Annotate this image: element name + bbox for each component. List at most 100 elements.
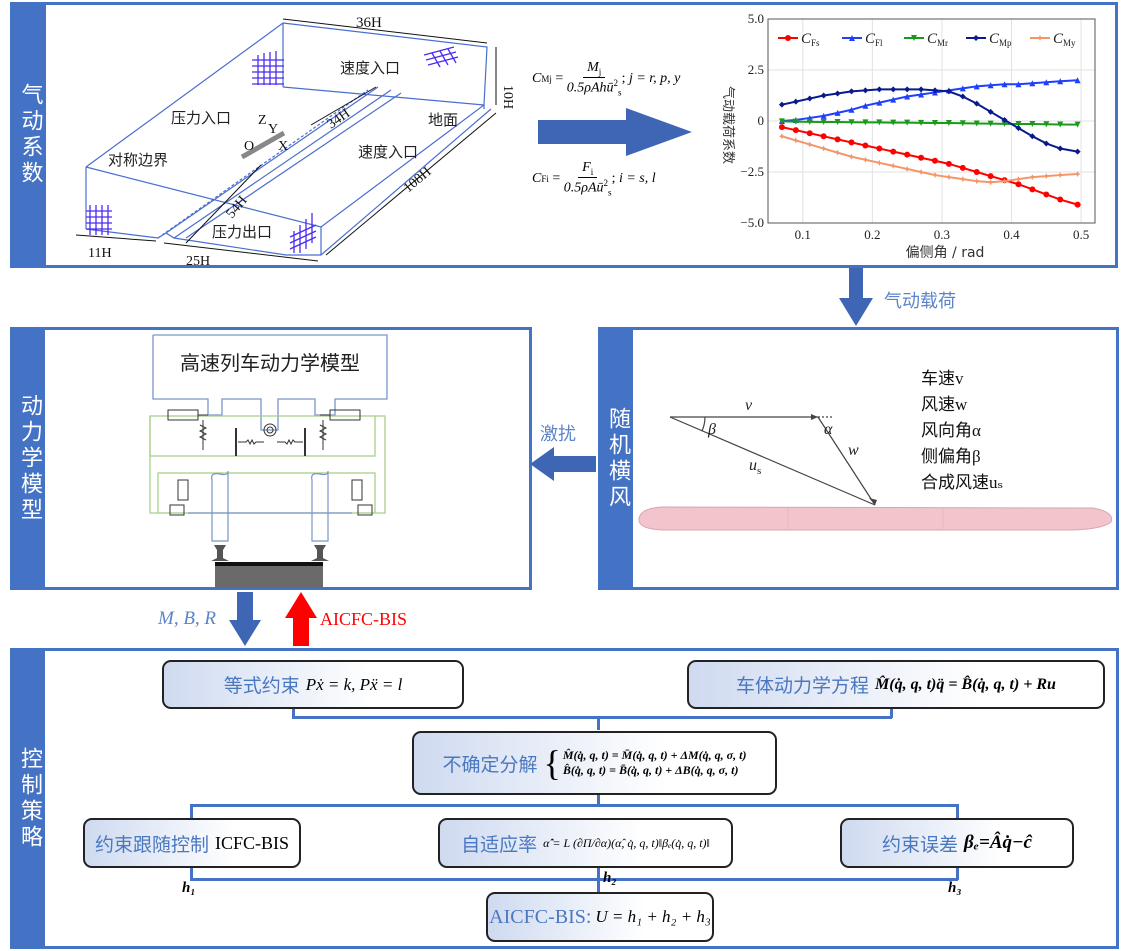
connector — [190, 804, 958, 807]
dim-25h: 25H — [186, 254, 210, 265]
vector-w — [817, 416, 876, 506]
aero-load-label: 气动载荷 — [884, 291, 956, 312]
data-point — [834, 90, 841, 97]
constraint-error-box: 约束误差 βₑ=Âq̇−ĉ — [840, 818, 1074, 868]
axis-z: Z — [258, 113, 267, 128]
dynamics-title: 高速列车动力学模型 — [180, 351, 360, 375]
data-point — [1057, 78, 1064, 85]
y-tick-label: −5.0 — [740, 215, 764, 230]
track-slab — [215, 562, 323, 566]
data-point — [848, 119, 855, 126]
label-speed-inlet-side: 速度入口 — [358, 144, 418, 161]
series-c-my — [778, 133, 1081, 186]
data-point — [987, 82, 994, 89]
data-point — [1029, 186, 1036, 193]
data-point — [973, 35, 979, 41]
data-point — [1057, 196, 1064, 203]
data-point — [890, 148, 897, 155]
data-point — [785, 35, 791, 41]
disturbance-label: 激扰 — [540, 424, 576, 445]
series-line — [781, 126, 1078, 206]
h3-label: h₃ — [948, 880, 962, 896]
data-point — [876, 145, 883, 152]
data-point — [918, 119, 925, 126]
data-point — [904, 151, 911, 158]
axis-y: Y — [268, 122, 278, 137]
data-point — [862, 102, 869, 109]
cfd-domain-figure: 36H 10H 34H 108H 54H 11H 25H Z Y O X 速度入… — [75, 15, 515, 265]
legend-item: CFl — [842, 31, 883, 48]
data-point — [1043, 173, 1050, 180]
data-point — [1015, 176, 1022, 183]
torsion-spring — [263, 423, 277, 437]
train-model — [240, 130, 286, 160]
connector — [597, 793, 600, 807]
uncertainty-decomposition-box: 不确定分解 { M̂(q̇, q, t) = M̄(q̇, q, t) + ΔM… — [412, 731, 777, 795]
data-point — [931, 172, 938, 179]
data-point — [945, 88, 952, 95]
series-c-fs — [778, 124, 1081, 208]
data-point — [820, 119, 827, 126]
data-point — [931, 157, 938, 164]
y-tick-label: 5.0 — [748, 11, 764, 26]
y-tick-label: −2.5 — [740, 164, 764, 179]
data-point — [987, 173, 994, 180]
data-point — [987, 120, 994, 127]
wind-panel — [598, 327, 1119, 590]
data-point — [959, 120, 966, 127]
data-point — [904, 119, 911, 126]
series-c-mp — [778, 86, 1081, 155]
data-point — [876, 86, 883, 93]
data-point — [918, 169, 925, 175]
mbr-label: M, B, R — [158, 608, 217, 629]
series-line — [781, 135, 1078, 184]
data-point — [1037, 35, 1043, 41]
data-point — [1074, 148, 1081, 155]
h1-label: h₁ — [182, 880, 196, 896]
train-body — [638, 506, 1113, 531]
data-point — [862, 119, 869, 126]
data-point — [1029, 80, 1036, 87]
legend-item: 侧偏角β — [921, 447, 981, 466]
axis-o: O — [244, 139, 254, 154]
data-point — [1074, 121, 1081, 128]
data-point — [862, 156, 869, 163]
data-point — [1029, 121, 1036, 128]
wind-vector-diagram: v β α w us 车速v 风速w 风向角α 侧偏角β 合成风速uₛ — [638, 369, 1113, 531]
legend-item: 合成风速uₛ — [921, 473, 1003, 492]
connector — [292, 708, 295, 718]
data-point — [1029, 174, 1036, 181]
data-point — [834, 149, 841, 156]
x-tick-label: 0.4 — [1003, 227, 1020, 242]
series-line — [781, 88, 1078, 153]
label-pressure-inlet: 压力入口 — [171, 110, 231, 127]
data-point — [945, 160, 952, 167]
x-tick-label: 0.3 — [934, 227, 950, 242]
body-dynamics-box: 车体动力学方程 M̂(q̇, q, t)q̈ = B̂(q̇, q, t) + … — [687, 660, 1105, 709]
axis-x: X — [278, 139, 288, 154]
aicfc-label: AICFC-BIS — [320, 609, 408, 629]
data-point — [959, 176, 966, 183]
data-point — [834, 136, 841, 143]
data-point — [1057, 172, 1064, 179]
data-point — [1001, 116, 1008, 123]
data-point — [806, 95, 813, 102]
label-v: v — [745, 397, 753, 414]
data-point — [778, 101, 785, 108]
data-point — [1057, 121, 1064, 128]
y-tick-label: 0 — [758, 113, 765, 128]
data-point — [1043, 79, 1050, 86]
data-point — [792, 98, 799, 105]
legend-label: CFs — [801, 31, 820, 48]
data-point — [1074, 171, 1081, 178]
data-point — [890, 119, 897, 126]
data-point — [862, 87, 869, 94]
data-point — [792, 127, 799, 134]
x-tick-label: 0.2 — [864, 227, 880, 242]
aero-side-label: 气动系数 — [13, 5, 46, 265]
aicfc-output-box: AICFC-BIS: U = h₁ + h₂ + h₃ — [486, 892, 714, 942]
legend-item: CMy — [1030, 31, 1076, 48]
data-point — [820, 145, 827, 152]
series-c-fl — [778, 77, 1081, 124]
